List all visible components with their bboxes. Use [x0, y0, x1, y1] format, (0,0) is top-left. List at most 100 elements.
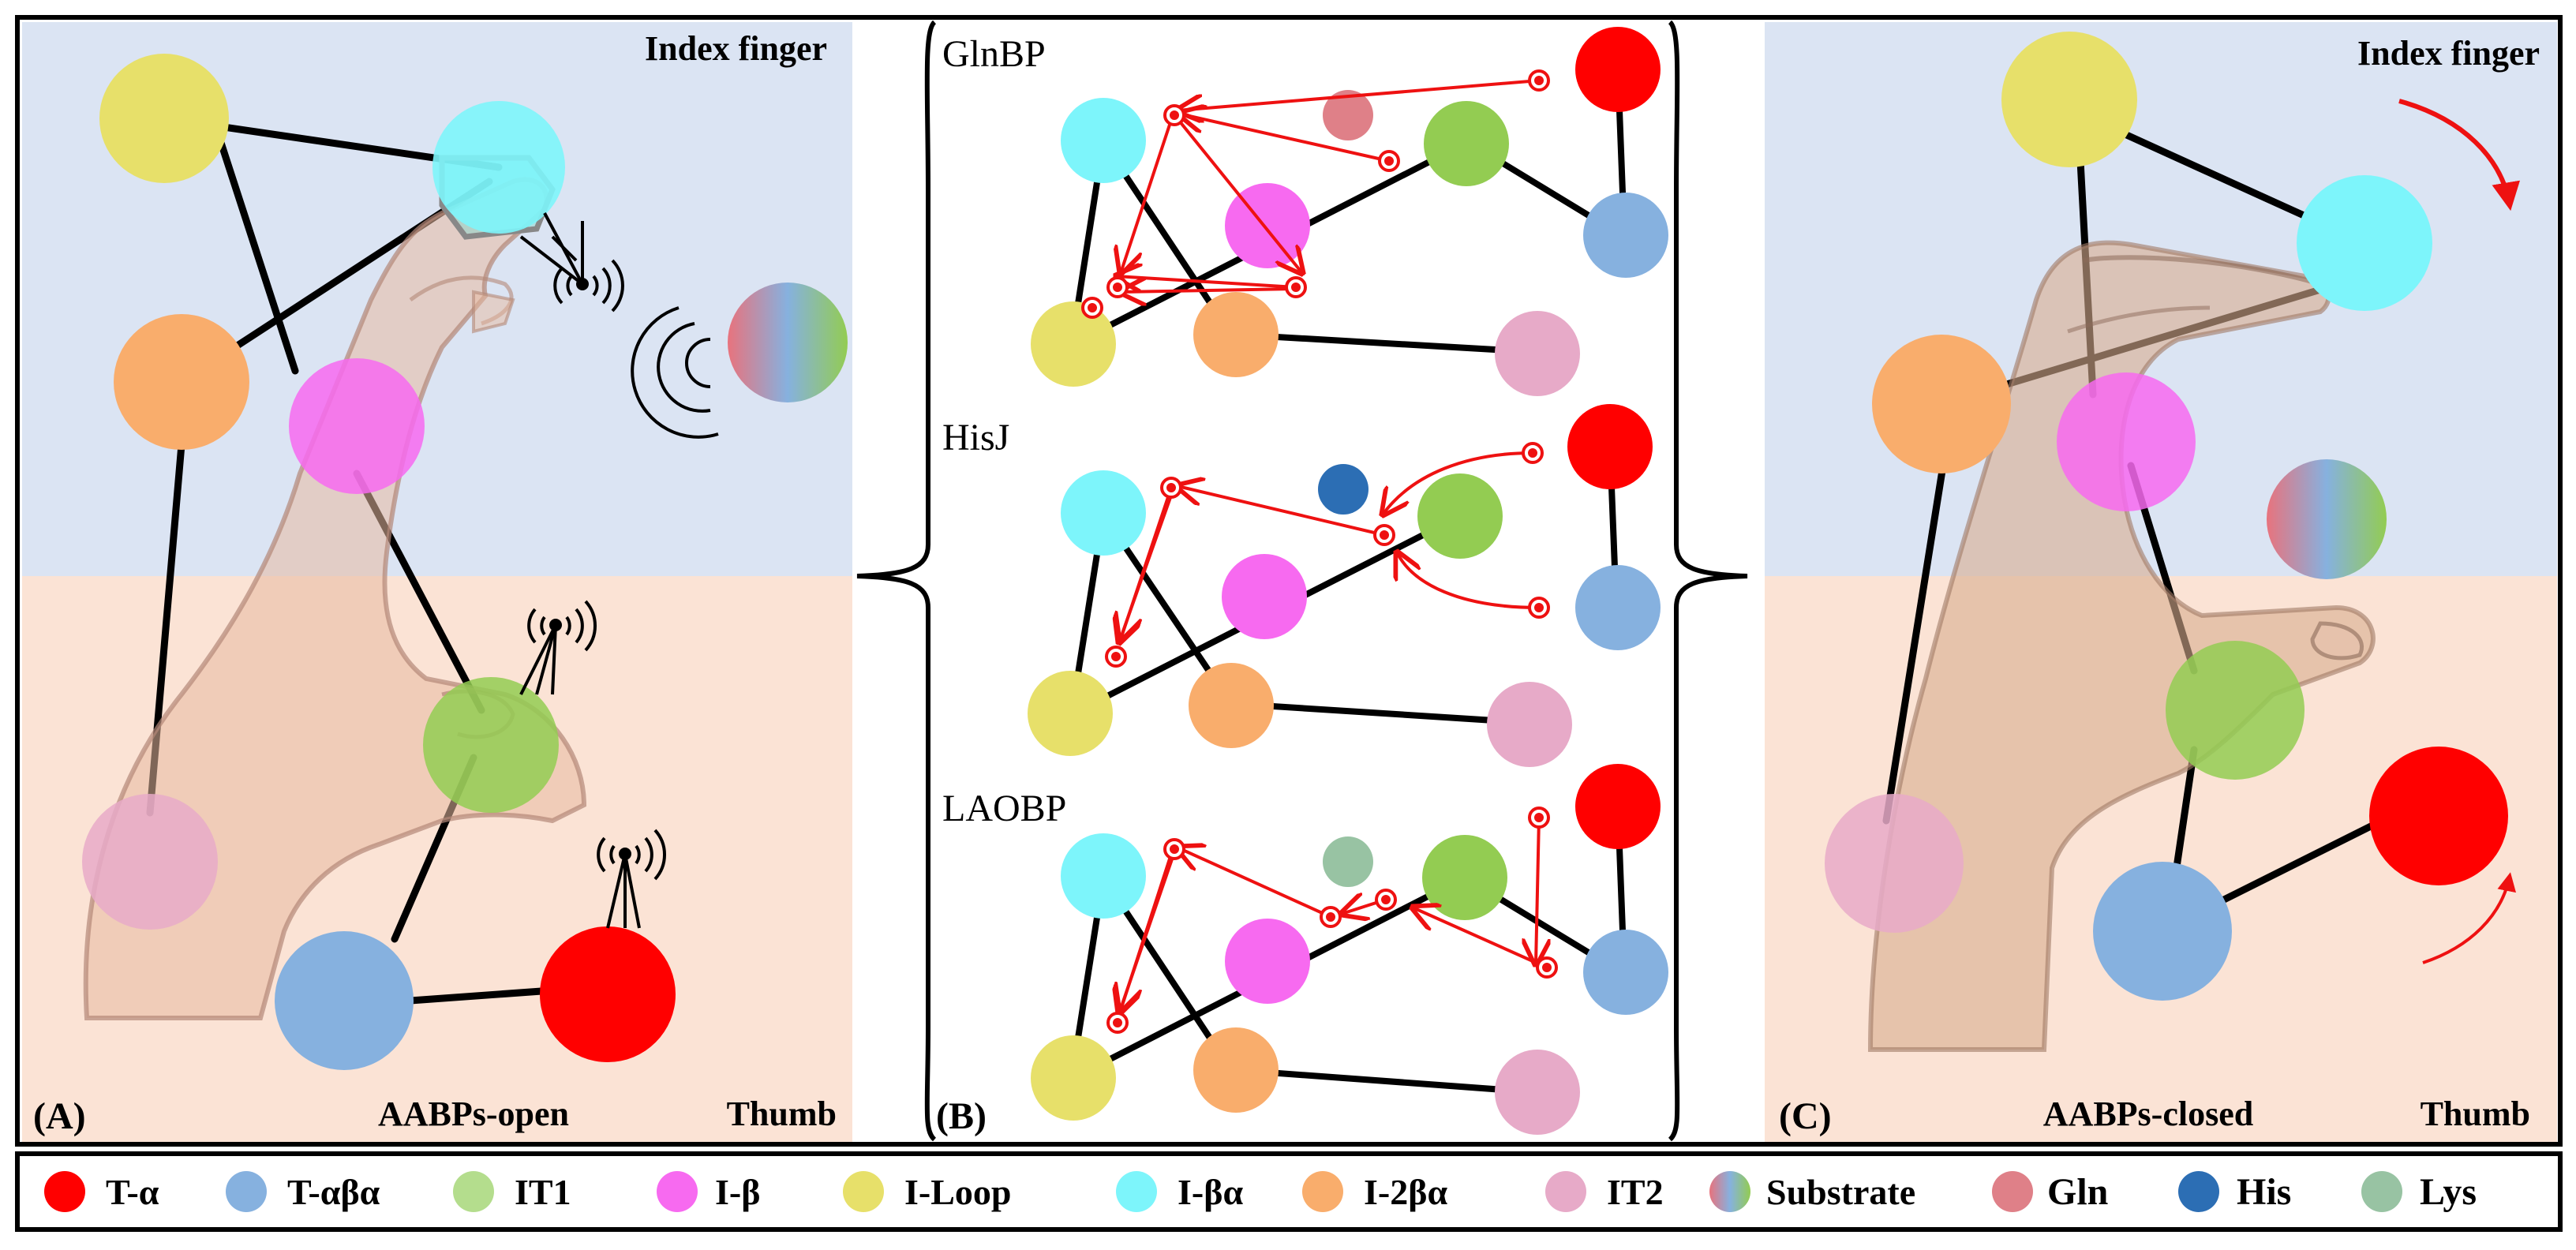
- legend-label: Substrate: [1766, 1172, 1915, 1212]
- panel-a-index-finger-label: Index finger: [645, 29, 827, 68]
- laobp-i-loop: [1031, 1035, 1116, 1121]
- panel-c-index-finger-label: Index finger: [2357, 34, 2540, 73]
- panel-c-i-beta: [2057, 372, 2196, 511]
- panel-a-antenna-mid: [519, 600, 597, 695]
- hisj-his: [1318, 464, 1368, 515]
- legend-darkblue-circle: [2178, 1171, 2219, 1212]
- panel-c: Index finger (C) AABPs-closed Thumb: [1765, 22, 2557, 1142]
- hisj-i-beta: [1222, 554, 1307, 639]
- panel-a-caption: AABPs-open: [378, 1095, 569, 1133]
- legend-gradient-circle: [1709, 1171, 1750, 1212]
- legend-label: T-αβα: [287, 1172, 380, 1212]
- legend-magenta-circle: [657, 1171, 698, 1212]
- glnbp-arrows: [1081, 69, 1550, 319]
- panel-a-antenna-top: [519, 212, 624, 312]
- panel-a-i-ba: [432, 101, 565, 234]
- panel-a-antenna-bottom: [597, 829, 666, 929]
- glnbp-it2: [1495, 311, 1580, 396]
- legend-red-circle: [44, 1171, 85, 1212]
- panel-c-i-ba: [2297, 175, 2432, 311]
- panel-b-label: (B): [936, 1095, 987, 1137]
- legend-label: I-Loop: [904, 1172, 1011, 1212]
- hisj-i-ba: [1061, 470, 1146, 556]
- hisj-label: HisJ: [942, 417, 1009, 458]
- hisj-network: HisJ: [942, 404, 1661, 767]
- panel-a: Index finger (A) AABPs-open Thumb: [22, 22, 852, 1142]
- panel-b-left-brace: [856, 20, 937, 1142]
- hisj-arrows: [1105, 442, 1550, 668]
- panel-c-label: (C): [1779, 1095, 1832, 1137]
- legend-label: I-β: [715, 1172, 760, 1212]
- glnbp-gln: [1323, 90, 1373, 140]
- legend-label: Lys: [2420, 1171, 2477, 1213]
- laobp-i-beta: [1225, 919, 1310, 1004]
- glnbp-i-2ba: [1193, 292, 1279, 377]
- panel-c-thumb-label: Thumb: [2421, 1095, 2530, 1133]
- legend-label: T-α: [106, 1172, 159, 1212]
- laobp-label: LAOBP: [942, 788, 1066, 829]
- laobp-t-aba: [1583, 930, 1668, 1015]
- legend-label: IT1: [515, 1172, 571, 1212]
- legend-cyan-circle: [1116, 1171, 1157, 1212]
- panel-c-i-loop: [2001, 32, 2137, 167]
- legend-rose-circle: [1992, 1171, 2033, 1212]
- figure-border: [15, 15, 2563, 1147]
- legend-border: [15, 1151, 2563, 1232]
- hisj-it2: [1487, 682, 1572, 767]
- panel-b: GlnBP: [856, 20, 1748, 1142]
- legend-green-circle: [453, 1171, 494, 1212]
- legend-pink-circle: [1545, 1171, 1586, 1212]
- glnbp-t-aba: [1583, 193, 1668, 278]
- glnbp-i-ba: [1061, 98, 1146, 183]
- legend: T-α T-αβα IT1 I-β I-Loop I-βα I-2βα IT2 …: [44, 1171, 2477, 1213]
- legend-label: His: [2237, 1171, 2291, 1213]
- panel-c-t-alpha: [2369, 747, 2508, 885]
- panel-c-substrate: [2267, 459, 2387, 579]
- laobp-i-ba: [1061, 833, 1146, 919]
- panel-a-i-loop: [99, 54, 229, 183]
- legend-orange-circle: [1302, 1171, 1343, 1212]
- legend-label: I-βα: [1178, 1172, 1243, 1212]
- legend-label: Gln: [2047, 1171, 2108, 1213]
- hisj-it1: [1417, 473, 1503, 559]
- glnbp-network: GlnBP: [942, 27, 1668, 396]
- panel-c-rotation-arrow-top: [2398, 99, 2520, 211]
- panel-c-it1: [2166, 641, 2305, 780]
- panel-a-t-aba: [275, 931, 414, 1070]
- panel-a-t-alpha: [540, 926, 676, 1062]
- glnbp-label: GlnBP: [942, 33, 1046, 75]
- glnbp-i-loop: [1031, 301, 1116, 387]
- laobp-network: LAOBP: [942, 764, 1668, 1135]
- panel-b-right-brace: [1668, 20, 1748, 1142]
- panel-a-it1: [423, 677, 559, 813]
- panel-c-i-2ba: [1872, 335, 2011, 473]
- panel-a-thumb-label: Thumb: [727, 1095, 837, 1133]
- glnbp-t-alpha: [1575, 27, 1661, 112]
- panel-c-rotation-arrow-bottom: [2422, 872, 2516, 964]
- hisj-i-2ba: [1189, 663, 1274, 748]
- hisj-t-aba: [1575, 565, 1661, 650]
- panel-c-caption: AABPs-closed: [2043, 1095, 2253, 1133]
- panel-a-i-2ba: [114, 314, 249, 450]
- legend-sage-circle: [2361, 1171, 2402, 1212]
- laobp-it1: [1422, 835, 1507, 920]
- panel-a-i-beta: [289, 358, 425, 494]
- glnbp-i-beta: [1225, 183, 1310, 268]
- panel-a-substrate-waves: [631, 306, 719, 439]
- legend-yellow-circle: [843, 1171, 884, 1212]
- legend-label: IT2: [1607, 1172, 1664, 1212]
- laobp-t-alpha: [1575, 764, 1661, 849]
- legend-blue-circle: [226, 1171, 267, 1212]
- panel-c-it2: [1825, 794, 1964, 933]
- panel-a-hand: [83, 177, 587, 1020]
- laobp-i-2ba: [1193, 1027, 1279, 1113]
- panel-c-t-aba: [2093, 862, 2232, 1001]
- panel-a-it2: [82, 794, 218, 930]
- legend-label: I-2βα: [1364, 1172, 1447, 1212]
- laobp-arrows: [1106, 807, 1558, 1034]
- laobp-it2: [1495, 1050, 1580, 1135]
- panel-a-substrate: [728, 283, 848, 402]
- laobp-lys: [1323, 836, 1373, 887]
- panel-a-label: (A): [33, 1095, 86, 1137]
